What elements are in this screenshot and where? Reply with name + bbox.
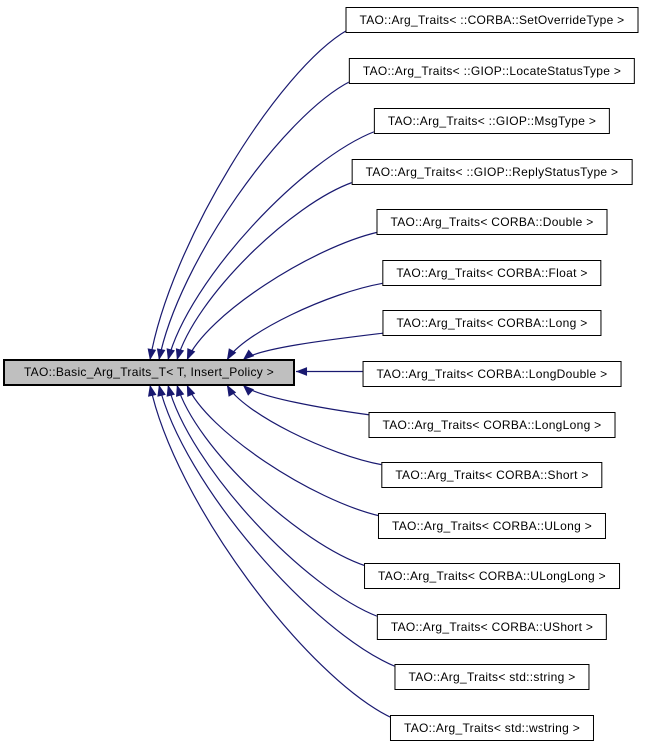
inheritance-edge [242,332,385,361]
derived-class-node[interactable]: TAO::Arg_Traits< std::string > [394,664,590,690]
inheritance-edge [157,384,397,668]
inheritance-edge [186,384,381,517]
derived-class-node[interactable]: TAO::Arg_Traits< ::GIOP::ReplyStatusType… [351,159,633,185]
derived-class-node[interactable]: TAO::Arg_Traits< CORBA::ULong > [377,513,607,539]
derived-class-node[interactable]: TAO::Arg_Traits< CORBA::Short > [381,462,603,488]
inheritance-edge [148,384,393,719]
inheritance-edge [176,384,367,567]
derived-class-node[interactable]: TAO::Arg_Traits< CORBA::Float > [382,260,602,286]
derived-class-node[interactable]: TAO::Arg_Traits< CORBA::ULongLong > [364,563,620,589]
derived-class-node[interactable]: TAO::Arg_Traits< ::GIOP::MsgType > [373,108,611,134]
inheritance-edge [175,181,354,361]
inheritance-edge [242,384,371,416]
inheritance-edge [156,80,352,361]
base-class-node: TAO::Basic_Arg_Traits_T< T, Insert_Polic… [3,359,295,386]
derived-class-node[interactable]: TAO::Arg_Traits< CORBA::Double > [376,209,608,235]
derived-class-node[interactable]: TAO::Arg_Traits< ::GIOP::LocateStatusTyp… [348,58,636,84]
derived-class-node[interactable]: TAO::Arg_Traits< std::wstring > [389,715,595,741]
inheritance-edge [147,29,348,361]
inheritance-edge [166,130,377,361]
derived-class-node[interactable]: TAO::Arg_Traits< CORBA::LongDouble > [362,361,622,387]
derived-class-node[interactable]: TAO::Arg_Traits< CORBA::LongLong > [368,412,616,438]
inheritance-edge [166,384,380,618]
inheritance-edge [226,282,385,361]
derived-class-node[interactable]: TAO::Arg_Traits< ::CORBA::SetOverrideTyp… [345,7,639,33]
derived-class-node[interactable]: TAO::Arg_Traits< CORBA::UShort > [376,614,608,640]
derived-class-node[interactable]: TAO::Arg_Traits< CORBA::Long > [382,310,602,336]
inheritance-edge [186,231,379,361]
inheritance-edge [226,384,384,466]
